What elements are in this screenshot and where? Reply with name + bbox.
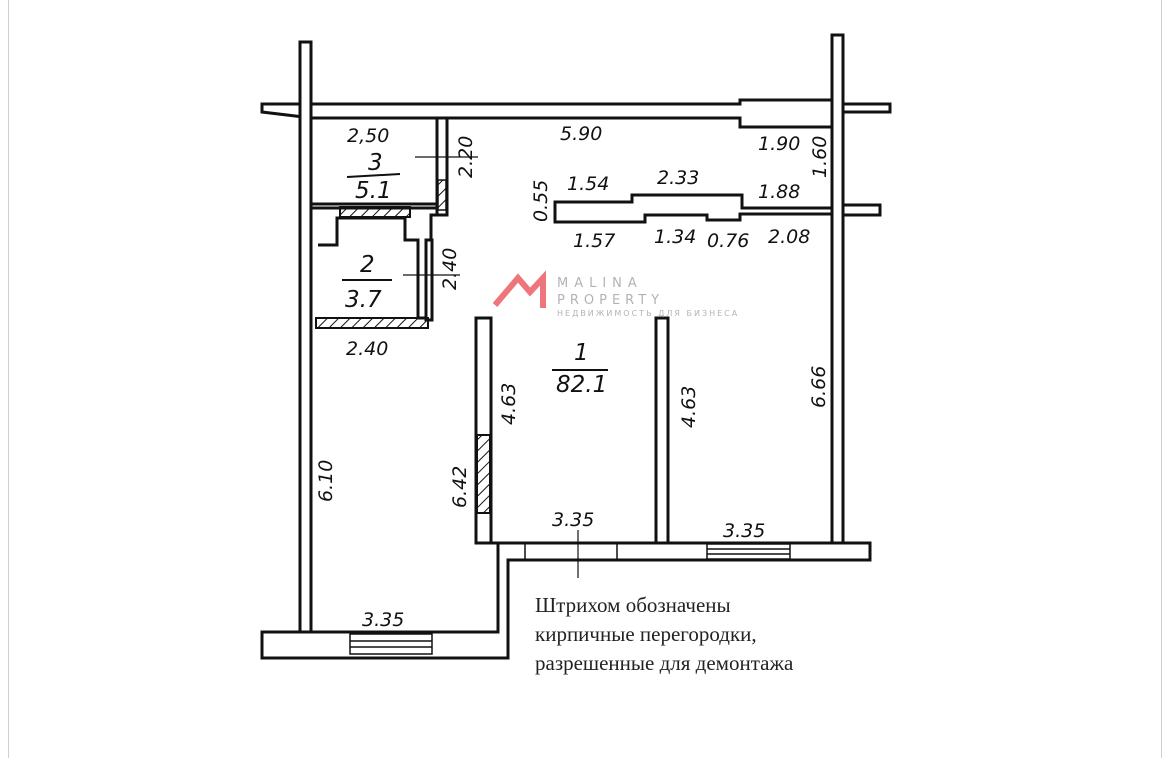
- room2-side-partition: [424, 238, 434, 322]
- dim-room3-width: 2,50: [347, 125, 389, 147]
- room2-number: 2: [360, 252, 375, 278]
- dim-top-length: 5.90: [560, 123, 602, 145]
- dim-bay-left-width: 3.35: [362, 609, 404, 631]
- dim-left-partition-length: 6.42: [449, 466, 471, 508]
- top-wall: [260, 98, 892, 129]
- dim-corridor-depth: 0.55: [530, 180, 552, 222]
- dim-right-niche: 1.60: [809, 136, 831, 178]
- hatched-partition-side: [437, 179, 447, 211]
- dim-room2-width: 2.40: [346, 338, 388, 360]
- room1-area: 82.1: [556, 372, 607, 398]
- dim-middle-partition-right: 4.63: [678, 386, 700, 428]
- dim-middle-partition-left: 4.63: [498, 383, 520, 425]
- dim-right-length: 6.66: [808, 366, 830, 408]
- dim-corridor-bottom-4: 2.08: [768, 226, 810, 248]
- fraction-bar-3: [346, 173, 401, 178]
- note-line: Штрихом обозначены: [535, 593, 731, 617]
- page-edge-right: [1161, 0, 1162, 758]
- window-bottom-left: [349, 633, 433, 655]
- dim-room2-depth: 2.40: [439, 248, 461, 290]
- hatched-partition-left: [476, 434, 491, 514]
- dim-corridor-top-2: 2.33: [657, 167, 699, 189]
- dim-room3-depth: 2.20: [455, 136, 477, 178]
- dim-corridor-bottom-3: 0.76: [707, 230, 749, 252]
- note-line: кирпичные перегородки,: [535, 622, 757, 646]
- right-stub-wall: [841, 203, 882, 217]
- legend-note: Штрихом обозначены кирпичные перегородки…: [535, 591, 793, 678]
- room1-number: 1: [574, 340, 589, 366]
- dim-corridor-bottom-2: 1.34: [654, 226, 696, 248]
- room2-area: 3.7: [345, 287, 382, 313]
- dim-left-wing-length: 6.10: [315, 460, 337, 502]
- room3-area: 5.1: [355, 178, 392, 204]
- doorway-bottom-middle: [524, 543, 618, 560]
- hatched-partition-room2: [315, 317, 429, 329]
- right-wall: [830, 33, 845, 547]
- watermark-brand-line1: MALINA: [557, 276, 643, 291]
- bottom-right-wall: [260, 541, 872, 660]
- dim-corridor-bottom-1: 1.57: [573, 230, 615, 252]
- walls: [260, 33, 892, 660]
- watermark-logo: MALINA PROPERTY НЕДВИЖИМОСТЬ ДЛЯ БИЗНЕСА: [492, 270, 739, 318]
- watermark-tagline: НЕДВИЖИМОСТЬ ДЛЯ БИЗНЕСА: [557, 309, 739, 318]
- watermark-brand-line2: PROPERTY: [557, 293, 664, 308]
- dim-corridor-top-3: 1.88: [758, 181, 800, 203]
- window-bottom-right: [706, 543, 791, 560]
- dim-top-right: 1.90: [758, 133, 800, 155]
- dim-corridor-top-1: 1.54: [567, 173, 609, 195]
- page-edge-left: [8, 0, 9, 758]
- note-line: разрешенные для демонтажа: [535, 651, 794, 675]
- middle-partition: [654, 316, 670, 545]
- dim-bay-middle-width: 3.35: [552, 509, 594, 531]
- hatched-partition-room3: [339, 206, 411, 218]
- dim-bay-right-width: 3.35: [723, 520, 765, 542]
- left-wall: [298, 40, 313, 634]
- corridor-wall: [553, 193, 834, 224]
- room3-number: 3: [368, 150, 383, 176]
